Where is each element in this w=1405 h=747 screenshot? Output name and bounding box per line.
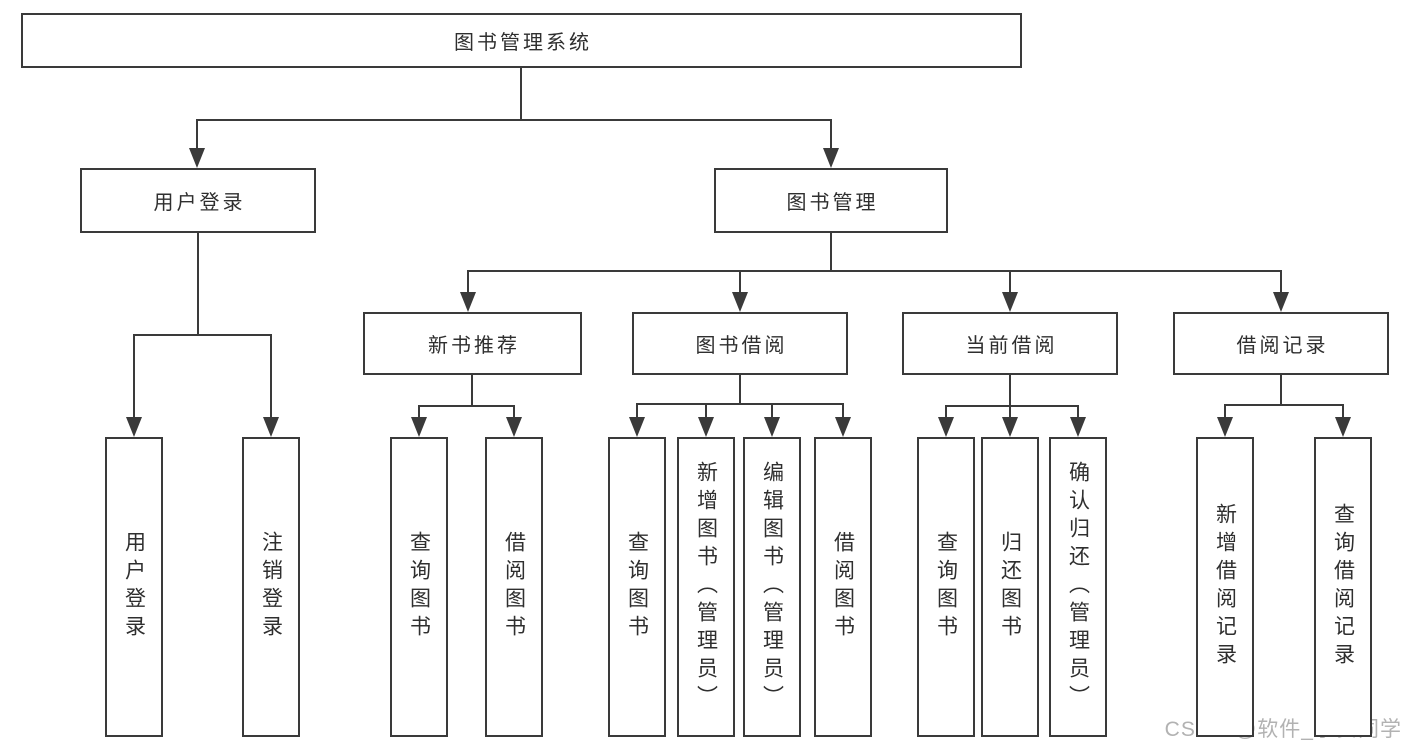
- node-br-add: 新增借阅记录: [1196, 437, 1254, 737]
- c-root-rail: [196, 119, 832, 121]
- c-borrow-records-arrowhead-0: [1217, 417, 1233, 437]
- node-new-book-rec: 新书推荐: [363, 312, 582, 375]
- c-root-stem: [520, 68, 522, 120]
- c-book-borrow-rail: [636, 403, 844, 405]
- c-user-login-arrowhead-0: [126, 417, 142, 437]
- c-new-book-rec-drop-1: [513, 406, 515, 417]
- c-book-mgmt-arrowhead-1: [732, 292, 748, 312]
- c-user-login-stem: [197, 233, 199, 335]
- c-book-mgmt-arrowhead-3: [1273, 292, 1289, 312]
- c-book-borrow-drop-2: [771, 404, 773, 417]
- c-new-book-rec-drop-0: [418, 406, 420, 417]
- c-book-borrow-arrowhead-2: [764, 417, 780, 437]
- c-borrow-records-rail: [1224, 404, 1344, 406]
- c-current-borrow-rail: [945, 405, 1079, 407]
- node-bb-borrow: 借阅图书: [814, 437, 872, 737]
- c-book-borrow-drop-3: [842, 404, 844, 417]
- c-current-borrow-drop-0: [945, 406, 947, 417]
- c-current-borrow-arrowhead-0: [938, 417, 954, 437]
- node-user-login: 用户登录: [80, 168, 316, 233]
- c-new-book-rec-rail: [418, 405, 515, 407]
- c-user-login-drop-1: [270, 335, 272, 417]
- c-book-mgmt-drop-1: [739, 271, 741, 292]
- c-current-borrow-drop-2: [1077, 406, 1079, 417]
- c-current-borrow-drop-1: [1009, 406, 1011, 417]
- c-root-drop-1: [830, 120, 832, 148]
- c-root-arrowhead-1: [823, 148, 839, 168]
- c-user-login-arrowhead-1: [263, 417, 279, 437]
- c-new-book-rec-arrowhead-1: [506, 417, 522, 437]
- c-book-mgmt-drop-3: [1280, 271, 1282, 292]
- node-cb-return: 归还图书: [981, 437, 1039, 737]
- c-user-login-drop-0: [133, 335, 135, 417]
- c-borrow-records-arrowhead-1: [1335, 417, 1351, 437]
- node-current-borrow: 当前借阅: [902, 312, 1118, 375]
- c-book-mgmt-arrowhead-2: [1002, 292, 1018, 312]
- c-book-borrow-drop-1: [705, 404, 707, 417]
- node-bb-query: 查询图书: [608, 437, 666, 737]
- node-bb-add: 新增图书（管理员）: [677, 437, 735, 737]
- c-book-mgmt-arrowhead-0: [460, 292, 476, 312]
- node-bb-edit: 编辑图书（管理员）: [743, 437, 801, 737]
- c-borrow-records-drop-0: [1224, 405, 1226, 417]
- c-book-mgmt-stem: [830, 233, 832, 271]
- node-cb-confirm: 确认归还（管理员）: [1049, 437, 1107, 737]
- c-root-arrowhead-0: [189, 148, 205, 168]
- node-book-borrow: 图书借阅: [632, 312, 848, 375]
- c-borrow-records-stem: [1280, 375, 1282, 405]
- c-new-book-rec-arrowhead-0: [411, 417, 427, 437]
- c-new-book-rec-stem: [471, 375, 473, 406]
- node-br-query: 查询借阅记录: [1314, 437, 1372, 737]
- node-cb-query: 查询图书: [917, 437, 975, 737]
- node-borrow-records: 借阅记录: [1173, 312, 1389, 375]
- c-book-borrow-arrowhead-3: [835, 417, 851, 437]
- c-current-borrow-arrowhead-1: [1002, 417, 1018, 437]
- node-nb-query: 查询图书: [390, 437, 448, 737]
- node-root: 图书管理系统: [21, 13, 1022, 68]
- node-book-mgmt: 图书管理: [714, 168, 948, 233]
- c-root-drop-0: [196, 120, 198, 148]
- c-book-mgmt-rail: [467, 270, 1282, 272]
- c-current-borrow-arrowhead-2: [1070, 417, 1086, 437]
- c-book-borrow-arrowhead-0: [629, 417, 645, 437]
- c-borrow-records-drop-1: [1342, 405, 1344, 417]
- c-book-borrow-arrowhead-1: [698, 417, 714, 437]
- c-book-mgmt-drop-0: [467, 271, 469, 292]
- c-current-borrow-stem: [1009, 375, 1011, 406]
- c-user-login-rail: [133, 334, 272, 336]
- node-logout: 注销登录: [242, 437, 300, 737]
- node-login: 用户登录: [105, 437, 163, 737]
- node-nb-borrow: 借阅图书: [485, 437, 543, 737]
- c-book-borrow-drop-0: [636, 404, 638, 417]
- c-book-mgmt-drop-2: [1009, 271, 1011, 292]
- c-book-borrow-stem: [739, 375, 741, 404]
